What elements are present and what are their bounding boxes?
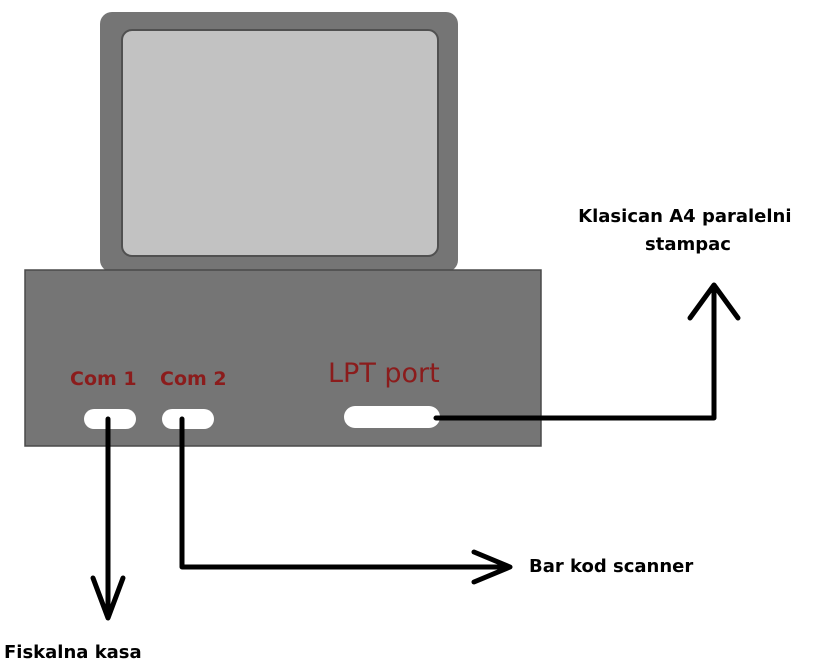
printer-label-line1: Klasican A4 paralelni [578, 206, 791, 227]
printer-arrowhead-icon [687, 282, 741, 321]
com1-label: Com 1 [70, 368, 137, 390]
monitor-screen [121, 29, 439, 257]
com2-label: Com 2 [160, 368, 227, 390]
scanner-label: Bar kod scanner [529, 556, 693, 577]
com2-cable [179, 416, 511, 570]
printer-label: Klasican A4 paralelni stampac [578, 206, 798, 255]
cash-register-arrowhead-icon [90, 575, 126, 621]
scanner-arrowhead-icon [471, 549, 513, 585]
printer-label-line2: stampac [645, 234, 731, 255]
com2-port [162, 409, 214, 429]
cash-register-label: Fiskalna kasa [4, 642, 142, 663]
lpt-port [344, 406, 440, 428]
lpt-port-label: LPT port [328, 358, 440, 389]
lpt-cable [433, 284, 717, 421]
monitor [100, 12, 458, 272]
cables [90, 282, 741, 621]
